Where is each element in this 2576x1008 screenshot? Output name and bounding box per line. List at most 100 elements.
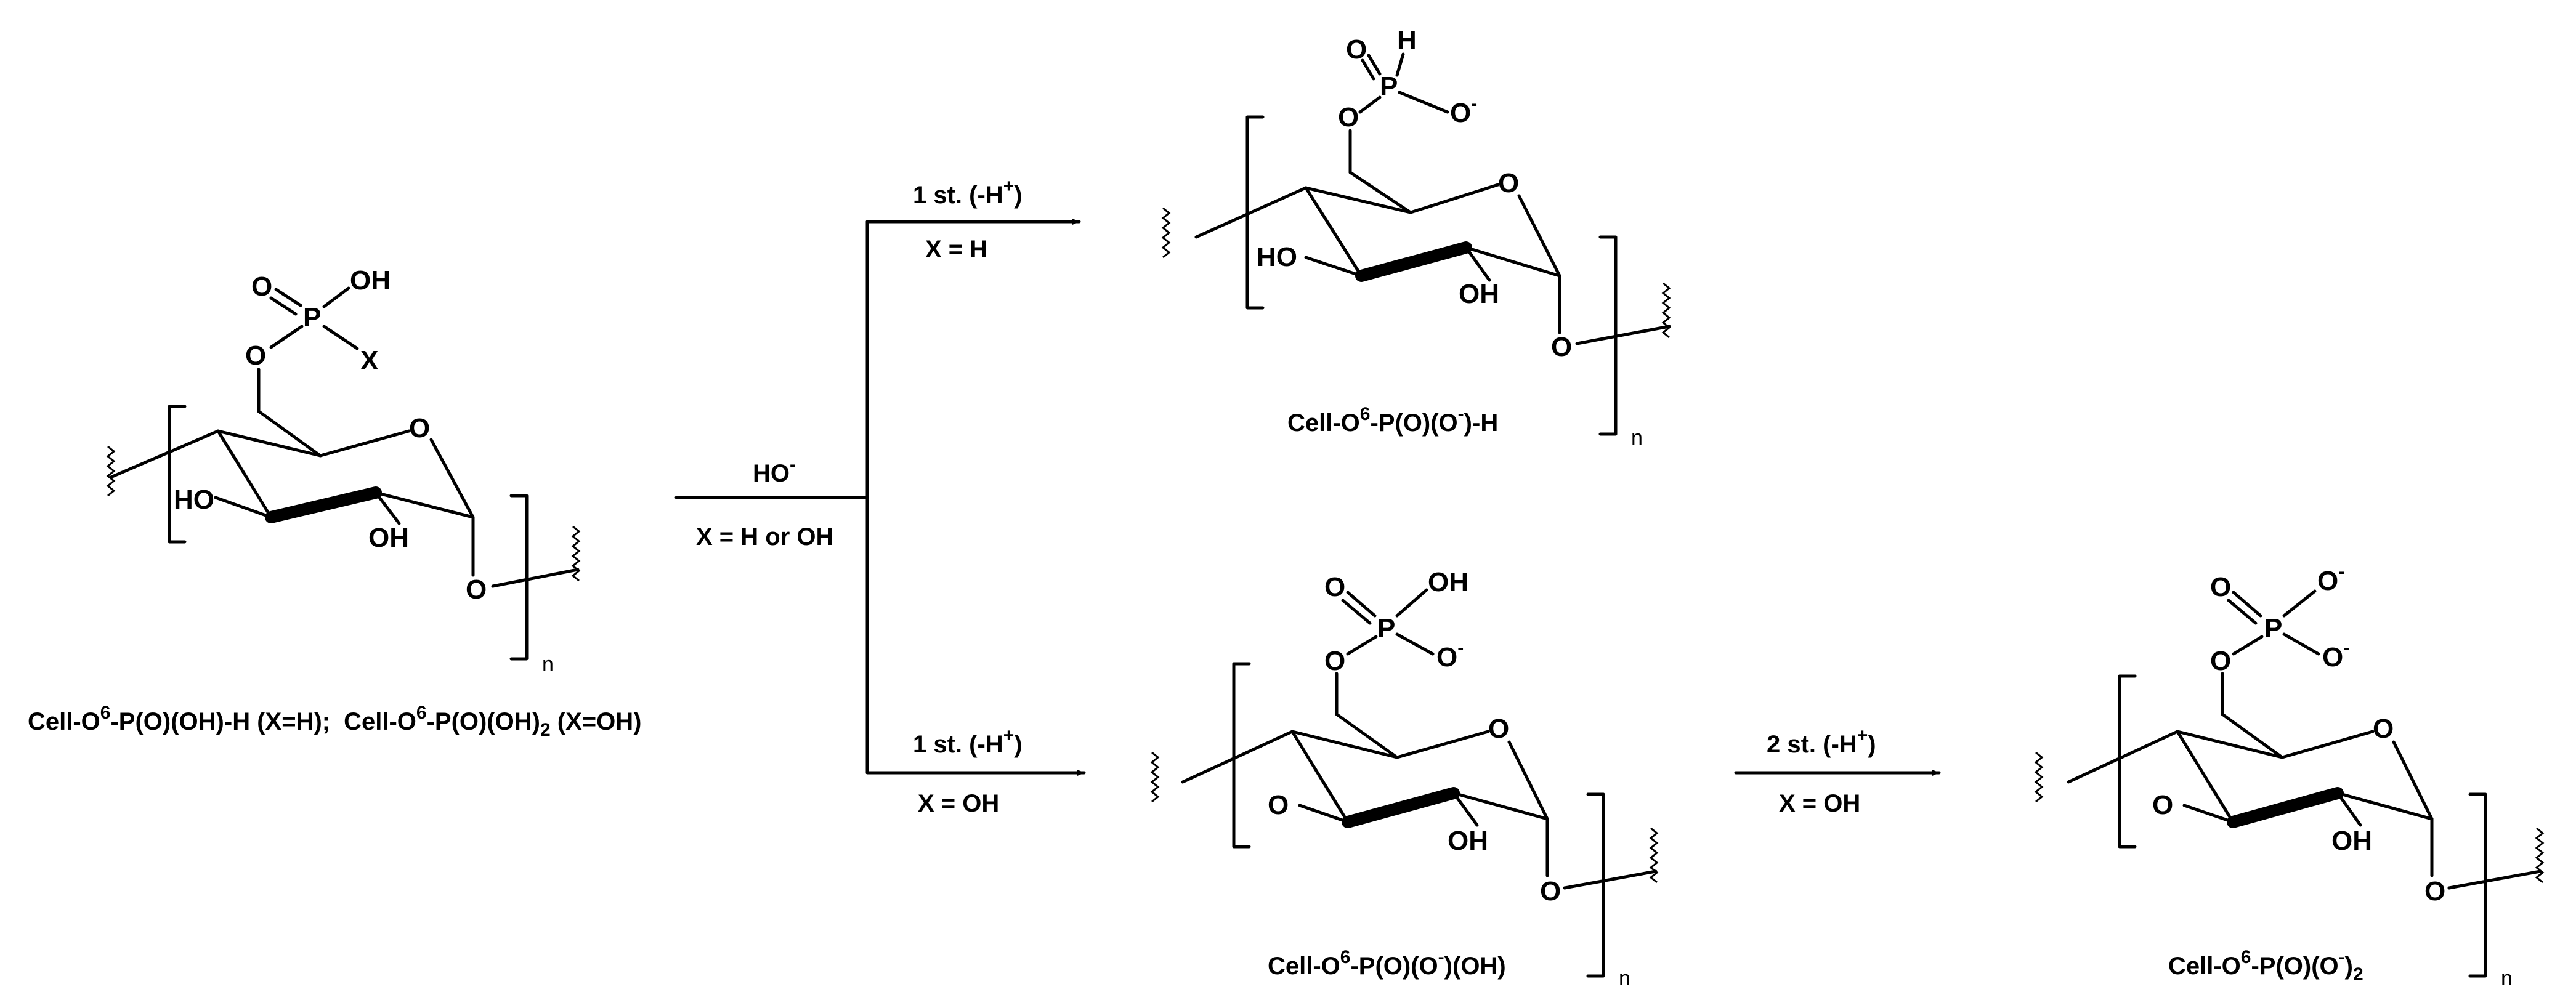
bond-o1-link [491,568,580,588]
bond-c3-c2 [265,486,382,523]
bond-p-o-minus [1395,632,1435,656]
bond-c6-c5 [1348,171,1412,214]
atom-h: H [1397,25,1417,55]
atom-o-double: O [2210,572,2231,602]
main-arrow-reagent: HO- [753,454,796,487]
bond-p-o-double-2 [1341,599,1372,625]
atom-p: P [303,302,321,333]
upper-arrow-condition: X = H [925,236,987,263]
bond-c5-o5 [318,429,411,458]
bond-c4-c5 [216,429,322,458]
product-h-caption: Cell-O6-P(O)(O-)-H [1287,404,1498,437]
atom-o1: O [466,575,487,605]
bond-c4-c5 [1304,186,1412,214]
atom-ring-o: O [1498,168,1519,198]
bond-c5-o5 [2280,730,2375,759]
product-oh-caption: Cell-O6-P(O)(O-)(OH) [1268,947,1506,980]
bond-p-x [322,325,359,350]
atom-ring-o: O [1488,714,1509,744]
bond-c5-o5 [1409,183,1500,214]
bond-p-oh [1395,588,1428,618]
bond-p-o-minus-bottom [2282,632,2320,656]
wavy-left-end [2034,751,2044,803]
atom-ring-o: O [409,413,430,443]
atom-o-ester: O [245,341,266,371]
upper-arrow-label: 1 st. (-H+) [913,176,1023,209]
bracket-right [2468,792,2487,978]
atom-o-ester: O [1338,102,1359,132]
bond-o-p [2232,635,2264,656]
bond-p-o-double-2 [1361,58,1375,81]
wavy-right-end [571,525,581,582]
bond-c3-oh [214,496,273,519]
wavy-right-end [2535,827,2545,884]
bond-p-o-double-2 [2227,599,2258,625]
bond-c5-o5 [1395,730,1490,759]
second-step-arrow: 2 st. (-H+) X = OH [1734,725,1941,817]
bond-o1-link [1563,869,1658,890]
bond-c4-c3 [1290,730,1350,824]
second-arrow-label: 2 st. (-H+) [1767,725,1876,758]
bond-p-o-double-1 [1367,54,1382,76]
bond-o5-c1 [1507,740,1549,821]
bond-p-o-double-1 [1346,591,1377,618]
bond-p-o-minus-top [2282,589,2317,618]
bond-c4-c3 [216,429,273,519]
bond-c2-oh [1452,791,1479,827]
bracket-right [1598,235,1618,436]
phosphonate-group: P O OH X O [245,265,391,413]
atom-oh-2: OH [2331,826,2372,856]
second-arrow-condition: X = OH [1779,790,1860,817]
atom-ho-3: HO [174,485,214,515]
bracket-left [1245,115,1265,310]
bond-o-p [1346,635,1378,656]
bracket-right [1586,792,1605,978]
bond-p-oh [322,286,350,308]
bond-c3-o [1298,804,1350,824]
bond-c2-c1 [1452,791,1549,821]
bracket-left [2118,674,2137,849]
bond-p-o-double-1 [2232,591,2262,618]
atom-oh: OH [350,265,391,296]
bond-c3-oh [1304,256,1363,278]
lower-arrow-condition: X = OH [918,790,999,817]
reactant-structure: P O OH X O O OH HO O [28,265,641,740]
bracket-left [1232,662,1251,849]
atom-o-minus: O- [1436,638,1464,672]
bond-c3-o [2182,804,2235,824]
lower-branch-arrow: 1 st. (-H+) X = OH [865,725,1086,817]
repeat-n: n [2501,967,2513,990]
bond-c4-link [109,429,220,479]
wavy-left-end [1150,751,1160,803]
atom-ho-3: HO [1257,242,1297,272]
atom-oh-2: OH [368,523,409,553]
bond-c6-c5 [1335,712,1399,759]
atom-x: X [360,345,378,376]
bond-c2-oh [2336,791,2362,827]
bond-c6-c5 [2221,712,2284,759]
bond-c4-link [1181,730,1294,784]
atom-o-ester: O [1324,646,1345,676]
atom-p: P [2264,613,2282,643]
bond-c3-c2 [1342,787,1460,828]
bond-c2-c1 [374,491,475,519]
atom-oh: OH [1428,567,1468,597]
bond-p-h [1395,52,1405,77]
bracket-right [509,494,529,661]
atom-o1: O [2424,876,2445,906]
atom-o-3: O [2152,790,2173,820]
atom-p: P [1380,71,1398,102]
atom-oh-2: OH [1448,826,1488,856]
bond-p-o-double-1 [274,288,302,307]
bond-c2-c1 [2336,791,2434,821]
bond-c3-c2 [2227,787,2344,828]
lower-arrow-label: 1 st. (-H+) [913,725,1023,758]
bond-c2-oh [374,491,401,525]
bond-c2-oh [1464,246,1491,282]
atom-o-3: O [1268,790,1289,820]
atom-oh-2: OH [1459,279,1499,309]
repeat-n: n [1631,426,1643,450]
bond-o5-c1 [1517,194,1561,278]
product-oh-structure: O P OH O- O O OH O O n Cell-O6-P(O)(O-)(… [1150,567,1659,990]
